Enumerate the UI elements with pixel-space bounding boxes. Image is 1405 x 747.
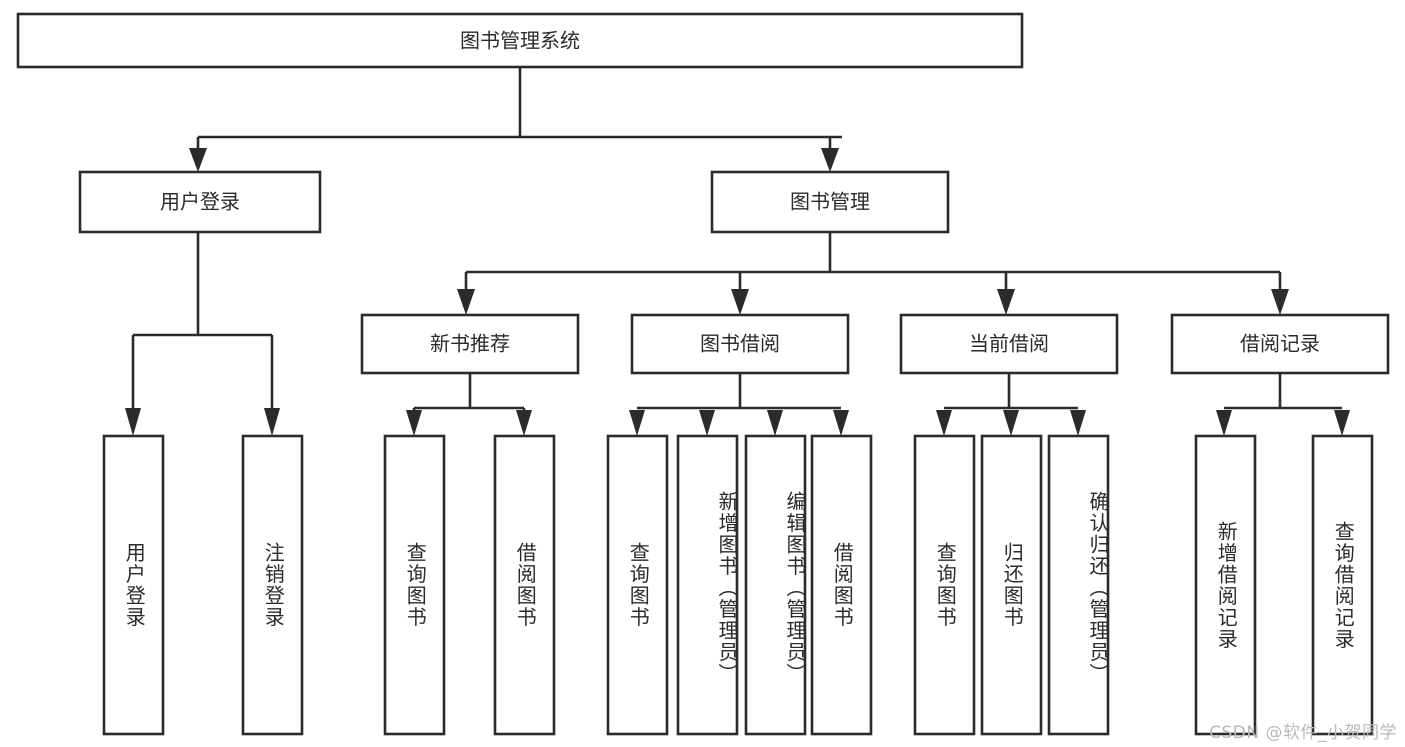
arrow-head-leaf-query-book-3 xyxy=(936,410,952,436)
arrow-head-leaf-return-book xyxy=(1003,410,1019,436)
leaf-box-group xyxy=(102,434,1374,736)
arrow-head-book-management xyxy=(821,148,839,172)
connector-group-book-management xyxy=(457,232,1289,315)
node-leaf-borrow-book-1-box[interactable] xyxy=(493,434,556,736)
node-book-management-box[interactable] xyxy=(710,170,950,234)
node-root-label: 图书管理系统 xyxy=(460,29,580,53)
node-leaf-add-record-box[interactable] xyxy=(1194,434,1257,736)
node-leaf-add-book-box[interactable] xyxy=(676,434,739,736)
node-leaf-query-book-2-box[interactable] xyxy=(606,434,669,736)
arrow-head-leaf-borrow-book-1 xyxy=(516,410,532,436)
node-leaf-borrow-book-2-box[interactable] xyxy=(810,434,873,736)
arrow-head-borrow-record xyxy=(1271,289,1289,315)
node-leaf-edit-book-box[interactable] xyxy=(744,434,807,736)
node-leaf-user-logout-box[interactable] xyxy=(241,434,304,736)
node-user-login-label: 用户登录 xyxy=(160,190,240,214)
node-root[interactable]: 图书管理系统 xyxy=(16,12,1024,69)
arrow-head-leaf-user-login xyxy=(125,408,141,436)
node-leaf-query-book-1-box[interactable] xyxy=(383,434,446,736)
node-leaf-confirm-return-box[interactable] xyxy=(1047,434,1110,736)
arrow-head-leaf-add-record xyxy=(1216,410,1232,436)
node-leaf-return-book-box[interactable] xyxy=(980,434,1043,736)
node-book-management[interactable]: 图书管理 xyxy=(710,170,950,234)
node-current-borrow-box[interactable] xyxy=(899,313,1119,375)
arrow-head-leaf-query-book-2 xyxy=(629,410,645,436)
arrow-head-leaf-borrow-book-2 xyxy=(833,410,849,436)
node-book-management-label: 图书管理 xyxy=(790,190,870,214)
arrow-head-current-borrow xyxy=(997,289,1015,315)
node-root-box[interactable] xyxy=(16,12,1024,69)
connector-group-user-login xyxy=(125,232,280,436)
arrow-head-leaf-query-book-1 xyxy=(406,410,422,436)
arrow-head-user-login xyxy=(189,148,207,172)
node-borrow-record[interactable]: 借阅记录 xyxy=(1170,313,1390,375)
connector-group-new-book-recommend xyxy=(406,373,532,436)
connector-group-borrow-record xyxy=(1216,373,1350,436)
connector-group-root xyxy=(189,68,842,172)
node-book-borrow-box[interactable] xyxy=(630,313,850,375)
arrow-head-leaf-add-book xyxy=(699,410,715,436)
connector-group-current-borrow xyxy=(936,373,1086,436)
arrow-head-leaf-user-logout xyxy=(264,408,280,436)
node-user-login[interactable]: 用户登录 xyxy=(78,170,322,234)
node-new-book-recommend-label: 新书推荐 xyxy=(430,332,510,356)
node-user-login-box[interactable] xyxy=(78,170,322,234)
node-borrow-record-box[interactable] xyxy=(1170,313,1390,375)
node-book-borrow[interactable]: 图书借阅 xyxy=(630,313,850,375)
node-current-borrow-label: 当前借阅 xyxy=(969,332,1049,356)
node-book-borrow-label: 图书借阅 xyxy=(700,332,780,356)
node-current-borrow[interactable]: 当前借阅 xyxy=(899,313,1119,375)
node-new-book-recommend[interactable]: 新书推荐 xyxy=(360,313,580,375)
node-leaf-query-book-3-box[interactable] xyxy=(913,434,976,736)
watermark-text: CSDN @软件_小贺同学 xyxy=(1209,723,1397,743)
arrow-head-leaf-confirm-return xyxy=(1070,410,1086,436)
connector-group-book-borrow xyxy=(629,373,849,436)
arrow-head-leaf-edit-book xyxy=(767,410,783,436)
node-leaf-user-login-box[interactable] xyxy=(102,434,165,736)
node-borrow-record-label: 借阅记录 xyxy=(1240,332,1320,356)
node-new-book-recommend-box[interactable] xyxy=(360,313,580,375)
arrow-head-new-book-recommend xyxy=(457,289,475,315)
node-leaf-query-record-box[interactable] xyxy=(1311,434,1374,736)
arrow-head-book-borrow xyxy=(731,289,749,315)
arrow-head-leaf-query-record xyxy=(1334,410,1350,436)
